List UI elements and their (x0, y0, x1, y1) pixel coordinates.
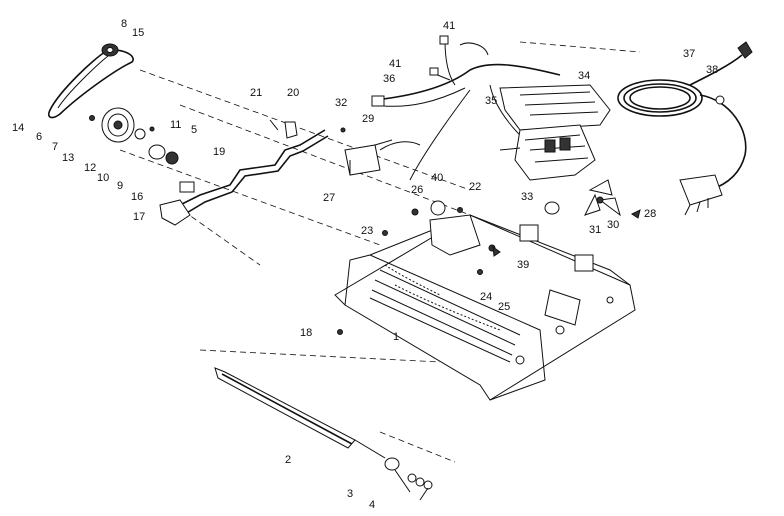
label-part-30: 30 (607, 219, 619, 231)
label-part-2: 2 (285, 454, 291, 466)
label-part-31: 31 (589, 224, 601, 236)
label-part-6: 6 (36, 131, 42, 143)
label-part-26: 26 (411, 184, 423, 196)
wiring-harness (371, 35, 561, 181)
label-part-38: 38 (706, 64, 718, 76)
label-part-11: 11 (170, 119, 181, 131)
label-part-29: 29 (362, 113, 374, 125)
power-cord (617, 41, 753, 216)
label-part-15: 15 (132, 27, 144, 39)
label-part-32: 32 (335, 97, 347, 109)
arrow-icon (631, 209, 641, 219)
lever-arm (159, 119, 329, 226)
label-part-4: 4 (369, 499, 375, 511)
control-unit (499, 84, 611, 181)
label-part-17: 17 (133, 211, 145, 223)
label-part-41-lower: 41 (389, 58, 401, 70)
label-part-41-upper: 41 (443, 20, 455, 32)
drive-belt (47, 49, 134, 119)
label-part-39: 39 (517, 259, 529, 271)
label-part-9: 9 (117, 180, 123, 192)
label-part-37: 37 (683, 48, 695, 60)
label-part-24: 24 (480, 291, 492, 303)
label-part-21: 21 (250, 87, 262, 99)
belt-pulley-assembly (47, 43, 179, 165)
label-part-27: 27 (323, 192, 335, 204)
label-part-34: 34 (578, 70, 590, 82)
label-part-36: 36 (383, 73, 395, 85)
arrow-markers (492, 209, 641, 257)
label-part-25: 25 (498, 301, 510, 313)
label-part-19: 19 (213, 146, 225, 158)
fan-blade (544, 179, 621, 217)
label-part-28: 28 (644, 208, 656, 220)
switch-box (340, 127, 421, 176)
label-part-5: 5 (191, 124, 197, 136)
label-part-12: 12 (84, 162, 96, 174)
label-part-23: 23 (361, 225, 373, 237)
part-labels: 8 15 14 6 7 13 12 10 9 16 17 11 5 19 21 … (12, 18, 718, 511)
label-part-35: 35 (485, 95, 497, 107)
label-part-10: 10 (97, 172, 109, 184)
label-part-16: 16 (131, 191, 143, 203)
label-part-22: 22 (469, 181, 481, 193)
label-part-40: 40 (431, 172, 443, 184)
label-part-7: 7 (52, 141, 58, 153)
label-part-8: 8 (121, 18, 127, 30)
label-part-14: 14 (12, 122, 24, 134)
label-part-18: 18 (300, 327, 312, 339)
label-part-13: 13 (62, 152, 74, 164)
main-housing (334, 200, 636, 401)
label-part-3: 3 (347, 488, 353, 500)
label-part-1: 1 (393, 331, 399, 343)
label-part-33: 33 (521, 191, 533, 203)
label-part-20: 20 (287, 87, 299, 99)
roller-shaft (214, 367, 433, 501)
